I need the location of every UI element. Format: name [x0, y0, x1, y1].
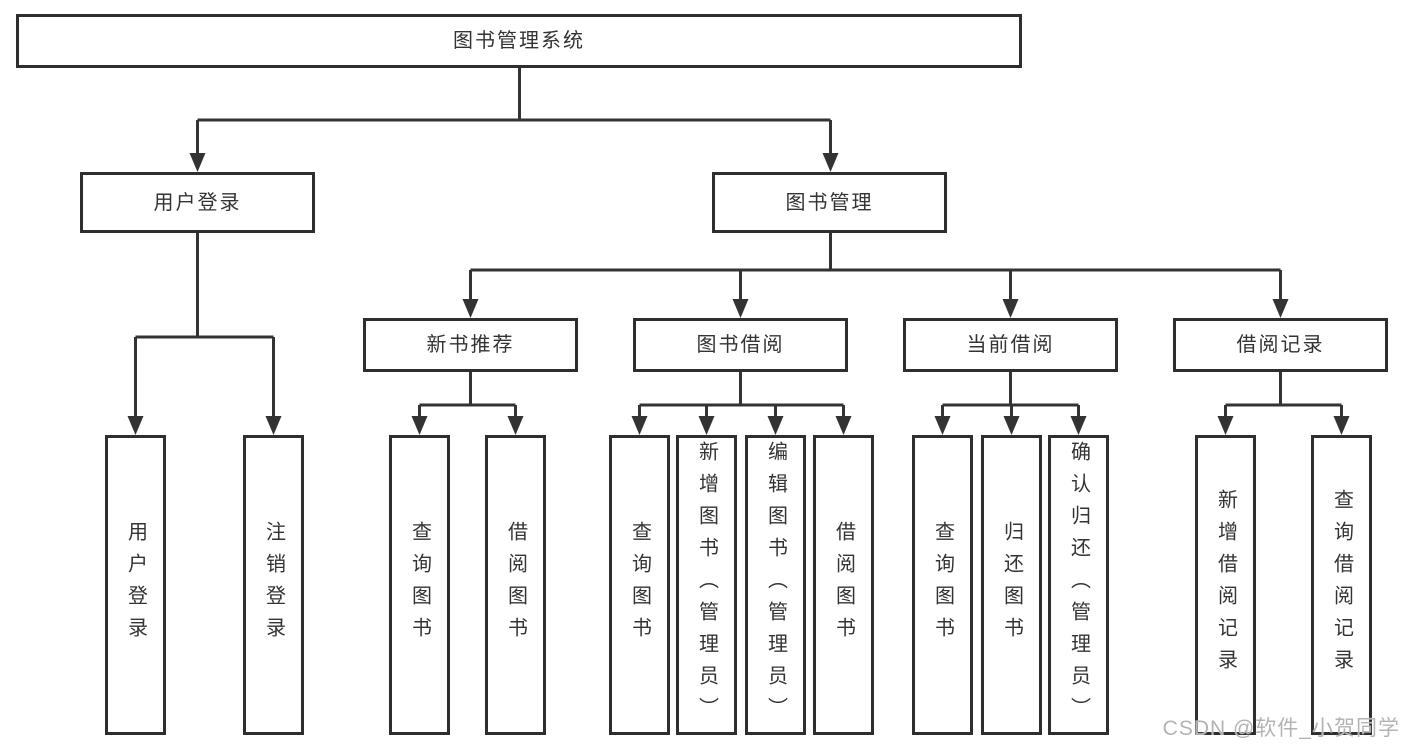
- node-user-login: 用户登录: [80, 172, 315, 233]
- leaf-label: 新增借阅记录: [1214, 489, 1237, 681]
- arrowhead-icon: [507, 416, 524, 435]
- node-book-borrowing: 图书借阅: [633, 318, 848, 372]
- leaf-label: 查询图书: [628, 521, 651, 649]
- arrowhead-icon: [1070, 416, 1087, 435]
- node-leaf-return-book: 归还图书: [981, 435, 1042, 735]
- arrowhead-icon: [835, 416, 852, 435]
- node-leaf-logout: 注销登录: [243, 435, 304, 735]
- leaf-label: 查询借阅记录: [1330, 489, 1353, 681]
- node-current-borrowing: 当前借阅: [903, 318, 1118, 372]
- leaf-label: 查询图书: [931, 521, 954, 649]
- arrowhead-icon: [822, 153, 839, 172]
- arrowhead-icon: [462, 299, 479, 318]
- leaf-label: 新增图书（管理员）: [695, 441, 718, 729]
- arrowhead-icon: [1217, 416, 1234, 435]
- node-leaf-edit-book-admin: 编辑图书（管理员）: [745, 435, 806, 735]
- node-leaf-add-borrow-record: 新增借阅记录: [1195, 435, 1256, 735]
- node-leaf-add-book-admin: 新增图书（管理员）: [676, 435, 737, 735]
- leaf-label: 用户登录: [124, 521, 147, 649]
- node-leaf-borrow-book-recommend: 借阅图书: [485, 435, 546, 735]
- connector-new-book-recommend-to-leaves: [411, 372, 524, 435]
- connector-current-borrowing-to-leaves: [934, 372, 1087, 435]
- leaf-label: 确认归还（管理员）: [1067, 441, 1090, 729]
- arrowhead-icon: [1003, 416, 1020, 435]
- leaf-label: 归还图书: [1000, 521, 1023, 649]
- node-leaf-borrow-book: 借阅图书: [813, 435, 874, 735]
- arrowhead-icon: [411, 416, 428, 435]
- connector-book-management-to-level3: [462, 233, 1289, 318]
- arrowhead-icon: [767, 416, 784, 435]
- arrowhead-icon: [631, 416, 648, 435]
- node-root-system: 图书管理系统: [16, 14, 1022, 68]
- node-new-book-recommend: 新书推荐: [363, 318, 578, 372]
- node-leaf-user-login: 用户登录: [105, 435, 166, 735]
- node-leaf-query-books-current: 查询图书: [912, 435, 973, 735]
- node-book-management: 图书管理: [712, 172, 947, 233]
- arrowhead-icon: [189, 153, 206, 172]
- arrowhead-icon: [127, 416, 144, 435]
- leaf-label: 借阅图书: [832, 521, 855, 649]
- arrowhead-icon: [698, 416, 715, 435]
- connector-root-to-level2: [189, 68, 839, 172]
- node-leaf-query-books-borrowing: 查询图书: [609, 435, 670, 735]
- arrowhead-icon: [1002, 299, 1019, 318]
- connector-borrowing-records-to-leaves: [1217, 372, 1350, 435]
- leaf-label: 借阅图书: [504, 521, 527, 649]
- node-leaf-query-books-recommend: 查询图书: [389, 435, 450, 735]
- arrowhead-icon: [934, 416, 951, 435]
- node-leaf-query-borrow-record: 查询借阅记录: [1311, 435, 1372, 735]
- arrowhead-icon: [1333, 416, 1350, 435]
- arrowhead-icon: [732, 299, 749, 318]
- leaf-label: 查询图书: [408, 521, 431, 649]
- watermark: CSDN @软件_小贺同学: [1162, 717, 1400, 740]
- arrowhead-icon: [1272, 299, 1289, 318]
- connector-book-borrowing-to-leaves: [631, 372, 852, 435]
- arrowhead-icon: [265, 416, 282, 435]
- leaf-label: 注销登录: [262, 521, 285, 649]
- leaf-label: 编辑图书（管理员）: [764, 441, 787, 729]
- connector-user-login-to-leaves: [127, 233, 282, 435]
- node-borrowing-records: 借阅记录: [1173, 318, 1388, 372]
- node-leaf-confirm-return-admin: 确认归还（管理员）: [1048, 435, 1109, 735]
